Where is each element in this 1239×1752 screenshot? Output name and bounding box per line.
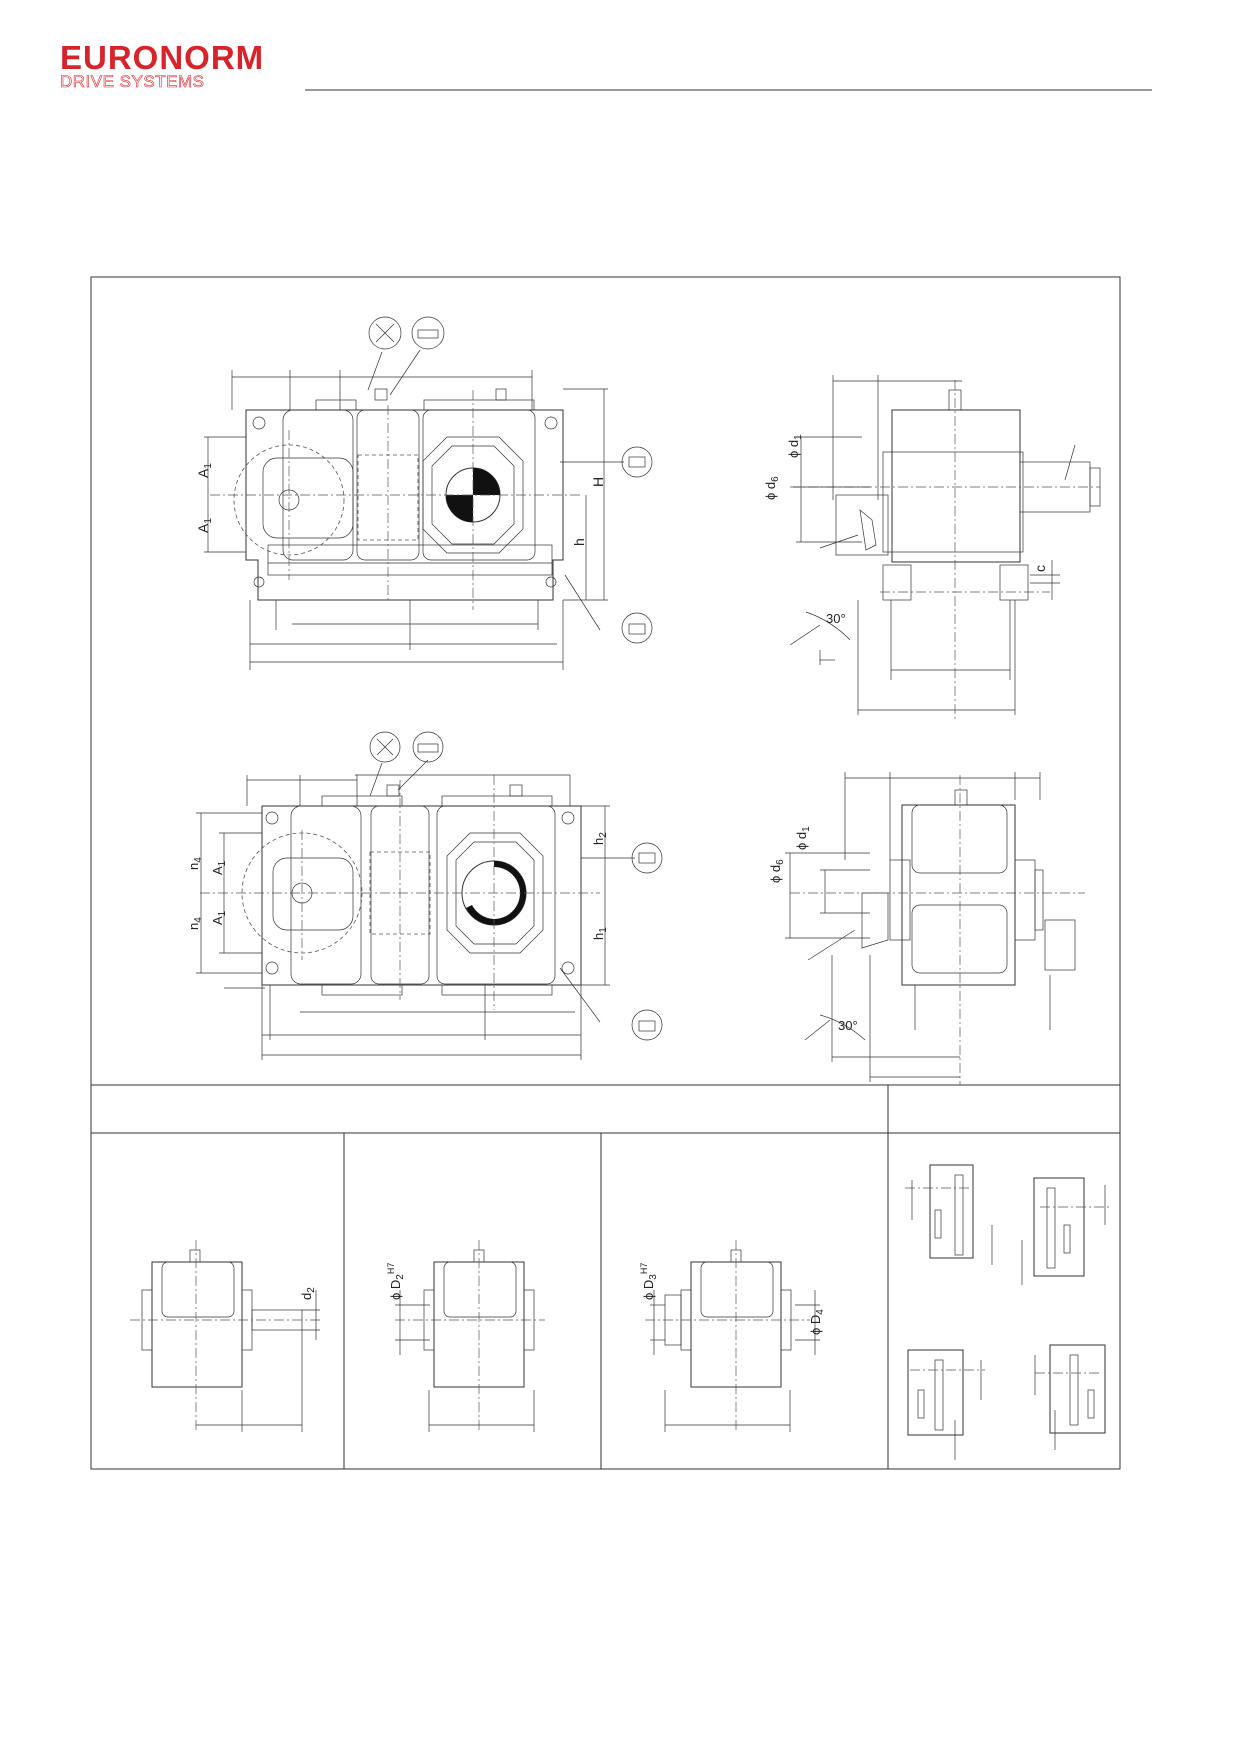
label-d2: d2 <box>299 1287 317 1300</box>
side-view-horizontal: ϕ d6 ϕ d1 c 30° <box>763 375 1101 720</box>
sheet-frame <box>90 276 1121 1470</box>
label-h: h <box>571 538 587 546</box>
label-D4: ϕ D4 <box>808 1309 826 1335</box>
label-angle-mid: 30° <box>838 1018 858 1033</box>
side-view-vertical: ϕ d6 ϕ d1 30° <box>768 772 1085 1085</box>
variant-solid-shaft: d2 <box>130 1240 320 1432</box>
front-view-vertical: n4 n4 A1 A1 h2 h1 <box>186 731 663 1060</box>
label-angle-top: 30° <box>826 611 846 626</box>
label-A1-upper: A1 <box>195 463 214 478</box>
rotation-diagrams <box>905 1164 1112 1460</box>
label-d6-mid: ϕ d6 <box>768 859 786 883</box>
label-D3: ϕ D3H7 <box>639 1263 659 1300</box>
label-h2: h2 <box>591 832 609 845</box>
label-A1-mid-upper: A1 <box>210 860 228 875</box>
front-view-horizontal: A1 A1 H h <box>195 316 653 670</box>
brand-tagline: DRIVE SYSTEMS <box>60 72 205 91</box>
variant-shrink-disc: ϕ D3H7 ϕ D4 <box>639 1240 826 1432</box>
label-h1: h1 <box>591 927 609 940</box>
label-D2: ϕ D2H7 <box>386 1263 406 1300</box>
label-d6: ϕ d6 <box>763 476 781 500</box>
label-c: c <box>1032 565 1048 572</box>
variant-hollow-shaft: ϕ D2H7 <box>386 1240 545 1432</box>
label-H: H <box>590 477 606 487</box>
header-rule <box>305 89 1152 91</box>
label-d1: ϕ d1 <box>786 434 804 458</box>
label-A1-lower: A1 <box>195 518 214 533</box>
brand-name: EURONORM <box>60 39 265 76</box>
label-A1-mid-lower: A1 <box>210 910 228 925</box>
label-d1-mid: ϕ d1 <box>794 826 812 850</box>
brand-logo: EURONORM DRIVE SYSTEMS <box>60 39 265 91</box>
